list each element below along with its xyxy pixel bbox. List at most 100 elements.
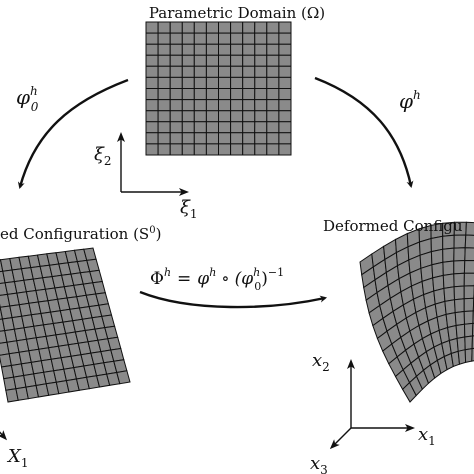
x2-axis-label: x2 [312, 350, 330, 374]
parametric-mesh-cell [145, 110, 159, 123]
parametric-mesh-cell [218, 43, 232, 56]
parametric-mesh-cell [242, 43, 256, 56]
parametric-mesh-cell [278, 132, 292, 145]
parametric-mesh-cell [254, 76, 268, 89]
deformed-mesh-cell [445, 311, 457, 329]
parametric-mesh-cell [242, 110, 256, 123]
parametric-mesh-cell [145, 21, 159, 34]
parametric-mesh-cell [145, 32, 159, 45]
parametric-mesh-cell [205, 54, 219, 67]
parametric-mesh-cell [218, 21, 232, 34]
parametric-mesh-cell [266, 110, 280, 123]
parametric-mesh-cell [193, 21, 207, 34]
parametric-mesh-cell [218, 54, 232, 67]
parametric-mesh-cell [218, 32, 232, 45]
parametric-mesh-cell [157, 32, 171, 45]
parametric-mesh-cell [218, 65, 232, 78]
parametric-mesh-cell [205, 65, 219, 78]
parametric-mesh-cell [278, 110, 292, 123]
parametric-mesh-cell [218, 121, 232, 134]
parametric-mesh-cell [145, 54, 159, 67]
parametric-mesh-cell [205, 76, 219, 89]
parametric-mesh-cell [230, 65, 244, 78]
parametric-mesh-cell [278, 65, 292, 78]
parametric-mesh-cell [254, 143, 268, 156]
X1-axis-label: X1 [6, 446, 28, 470]
deformed-mesh-cell [463, 259, 474, 274]
parametric-mesh-cell [218, 132, 232, 145]
parametric-mesh-cell [230, 21, 244, 34]
parametric-mesh-cell [218, 88, 232, 101]
parametric-mesh-cell [230, 43, 244, 56]
parametric-mesh-cell [278, 76, 292, 89]
parametric-mesh-cell [266, 54, 280, 67]
parametric-mesh-cell [266, 88, 280, 101]
deformed-mesh-cell [471, 347, 474, 362]
parametric-mesh-cell [266, 65, 280, 78]
parametric-mesh-cell [254, 54, 268, 67]
parametric-mesh-cell [205, 32, 219, 45]
parametric-mesh-cell [169, 88, 183, 101]
deformed-mesh-cell [442, 234, 455, 250]
map-arrow-composite [139, 290, 328, 309]
parametric-mesh-cell [266, 99, 280, 112]
parametric-mesh-cell [266, 121, 280, 134]
deformed-mesh-cell [463, 297, 474, 313]
parametric-mesh-cell [193, 99, 207, 112]
parametric-mesh-cell [157, 21, 171, 34]
parametric-mesh-cell [278, 54, 292, 67]
parametric-mesh-cell [193, 88, 207, 101]
parametric-mesh-cell [145, 121, 159, 134]
deformed-mesh-cell [453, 285, 465, 301]
deformed-mesh-cell [453, 272, 465, 288]
parametric-mesh-cell [169, 54, 183, 67]
parametric-mesh-cell [193, 110, 207, 123]
deformed-mesh-cell [465, 221, 474, 236]
parametric-mesh-cell [181, 32, 195, 45]
parametric-mesh-cell [193, 54, 207, 67]
parametric-mesh-cell [205, 121, 219, 134]
parametric-mesh-cell [205, 21, 219, 34]
parametric-mesh-cell [157, 121, 171, 134]
parametric-mesh-cell [230, 121, 244, 134]
parametric-mesh-cell [254, 88, 268, 101]
parametric-mesh-cell [242, 76, 256, 89]
parametric-mesh-cell [169, 121, 183, 134]
parametric-mesh-cell [169, 76, 183, 89]
parametric-mesh-cell [157, 43, 171, 56]
parametric-mesh-cell [266, 32, 280, 45]
parametric-mesh-cell [181, 121, 195, 134]
x3-axis-arrow [329, 427, 352, 450]
deformed-mesh-cell [463, 310, 474, 325]
parametric-mesh-cell [193, 43, 207, 56]
parametric-mesh-cell [169, 110, 183, 123]
parametric-mesh-cell [266, 132, 280, 145]
deformed-mesh-cell [464, 234, 474, 249]
parametric-mesh-cell [278, 32, 292, 45]
parametric-mesh-cell [230, 76, 244, 89]
parametric-mesh-cell [218, 110, 232, 123]
parametric-mesh-cell [205, 88, 219, 101]
xi2-axis-label: ξ2 [94, 144, 112, 168]
parametric-mesh-cell [157, 65, 171, 78]
parametric-mesh-cell [254, 99, 268, 112]
xi1-axis-label: ξ1 [180, 197, 198, 221]
parametric-mesh-cell [254, 32, 268, 45]
parametric-mesh-cell [278, 43, 292, 56]
map-arrow-phi0 [17, 78, 129, 190]
parametric-mesh-cell [193, 121, 207, 134]
parametric-mesh-cell [169, 21, 183, 34]
parametric-mesh-cell [193, 76, 207, 89]
parametric-mesh-cell [193, 143, 207, 156]
parametric-mesh-cell [205, 110, 219, 123]
deformed-mesh-cell [443, 286, 456, 302]
parametric-mesh-cell [266, 76, 280, 89]
parametric-mesh-cell [218, 76, 232, 89]
parametric-mesh-cell [230, 110, 244, 123]
parametric-domain-label: Parametric Domain (Ω) [149, 4, 325, 22]
parametric-mesh-cell [169, 99, 183, 112]
parametric-mesh-cell [145, 76, 159, 89]
